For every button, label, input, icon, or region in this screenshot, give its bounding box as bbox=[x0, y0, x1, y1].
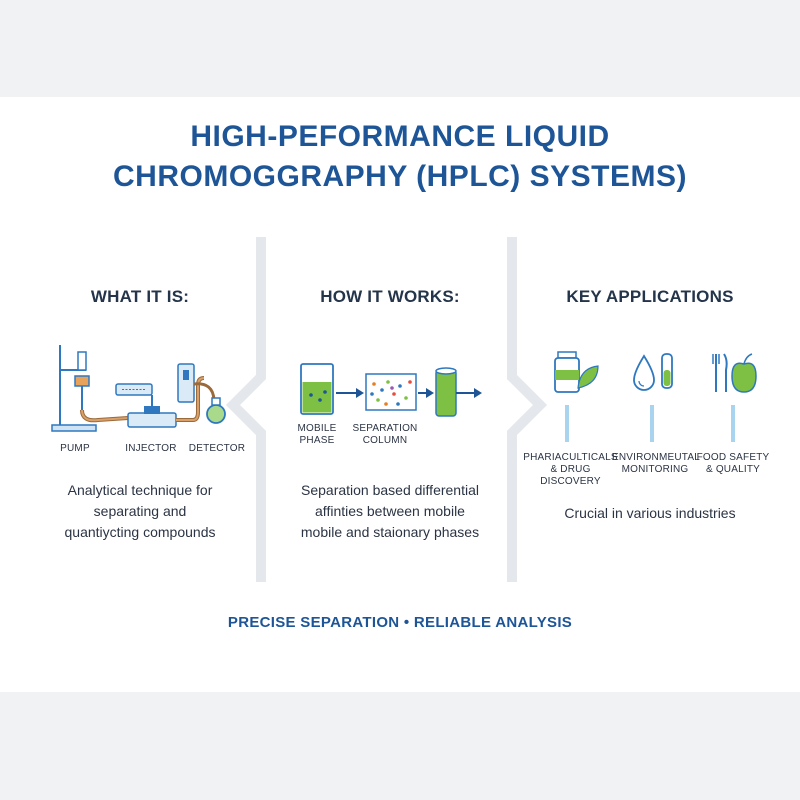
key-applications-description: Crucial in various industries bbox=[564, 505, 736, 521]
separation-particles-icon bbox=[365, 373, 417, 411]
injector-icon bbox=[115, 383, 177, 428]
divider-left bbox=[225, 237, 266, 582]
footer-tagline: PRECISE SEPARATION • RELIABLE ANALYSIS bbox=[227, 614, 573, 631]
key-applications-heading: KEY APPLICATIONS bbox=[566, 287, 734, 306]
arrow-icon bbox=[418, 388, 434, 398]
what-it-is-description: Analytical technique for separating and … bbox=[64, 482, 216, 540]
injector-label: INJECTOR bbox=[125, 443, 177, 454]
pump-label: PUMP bbox=[60, 443, 90, 454]
what-it-is-heading: WHAT IT IS: bbox=[90, 287, 190, 306]
title-line-2: CHROMOGGRAPHY (HPLC) SYSTEMS) bbox=[113, 160, 687, 193]
pharmaceuticals-label: PHARIACULTICALS& DRUG DISCOVERY bbox=[523, 452, 618, 487]
arrow-icon bbox=[336, 388, 364, 398]
how-it-works-description: Separation based differential affinties … bbox=[300, 482, 480, 540]
how-it-works-heading: HOW IT WORKS: bbox=[320, 287, 460, 306]
separation-illustration bbox=[300, 363, 482, 417]
hplc-apparatus-illustration bbox=[51, 345, 226, 432]
detector-label: DETECTOR bbox=[188, 443, 246, 454]
droplet-test-tube-icon bbox=[633, 353, 673, 442]
title-line-1: HIGH-PEFORMANCE LIQUID bbox=[190, 120, 610, 153]
detector-icon bbox=[177, 363, 226, 424]
flask-icon bbox=[300, 363, 334, 415]
fork-knife-apple-icon bbox=[712, 353, 757, 442]
pump-icon bbox=[74, 351, 90, 412]
pill-bottle-leaf-icon bbox=[554, 351, 599, 442]
divider-right bbox=[507, 237, 548, 582]
food-safety-label: FOOD SAFETY& QUALITY bbox=[696, 452, 770, 475]
column-cylinder-icon bbox=[435, 367, 482, 417]
